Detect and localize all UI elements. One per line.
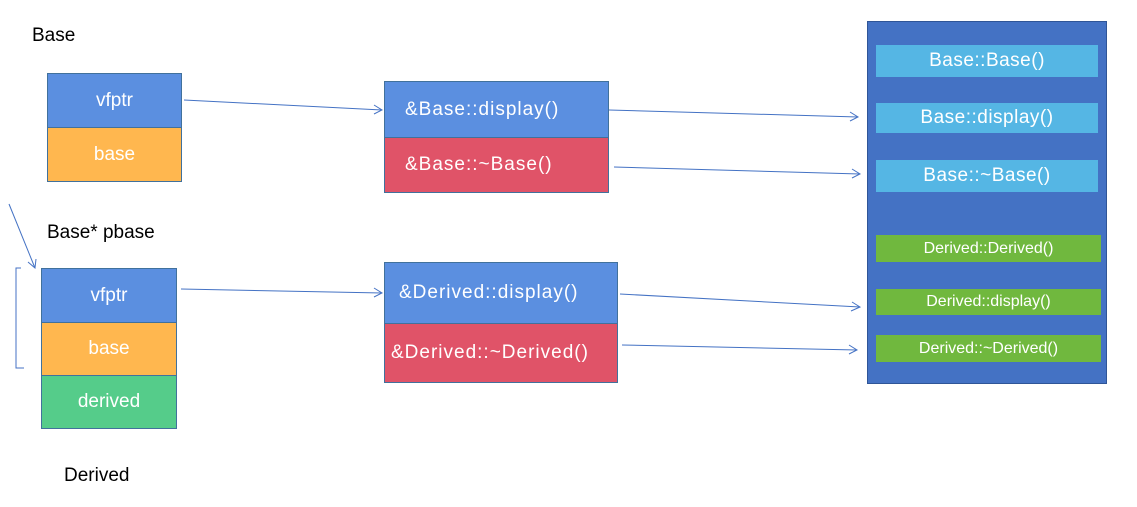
arrow-derived-vtable-destructor-to-fn	[621, 344, 858, 351]
base-vtable-destructor-entry: &Base::~Base()	[384, 137, 609, 193]
pointer-label: Base* pbase	[47, 222, 155, 243]
base-member-cell: base	[47, 127, 182, 182]
derived-object-title: Derived	[64, 465, 130, 486]
fn-derived-display: Derived::display()	[876, 289, 1101, 315]
arrow-derived-vtable-display-to-fn	[619, 293, 861, 308]
arrow-base-vfptr-to-vtable	[183, 99, 383, 111]
arrow-base-vtable-destructor-to-fn	[613, 166, 861, 175]
arrow-derived-vfptr-to-vtable	[180, 288, 383, 294]
derived-member-cell: derived	[41, 375, 177, 429]
derived-vtable-destructor-entry: &Derived::~Derived()	[384, 323, 618, 383]
base-object-title: Base	[32, 25, 76, 46]
fn-derived-constructor: Derived::Derived()	[876, 235, 1101, 262]
code-segment	[867, 21, 1107, 384]
fn-derived-destructor: Derived::~Derived()	[876, 335, 1101, 362]
derived-vfptr-cell: vfptr	[41, 268, 177, 323]
derived-vtable-display-entry: &Derived::display()	[384, 262, 618, 324]
fn-base-destructor: Base::~Base()	[876, 160, 1098, 192]
derived-base-member-cell: base	[41, 322, 177, 376]
arrow-base-vtable-display-to-fn	[608, 109, 859, 118]
pointer-bracket-frame	[15, 267, 24, 369]
fn-base-display: Base::display()	[876, 103, 1098, 133]
fn-base-constructor: Base::Base()	[876, 45, 1098, 77]
pointer-bracket	[8, 203, 36, 269]
